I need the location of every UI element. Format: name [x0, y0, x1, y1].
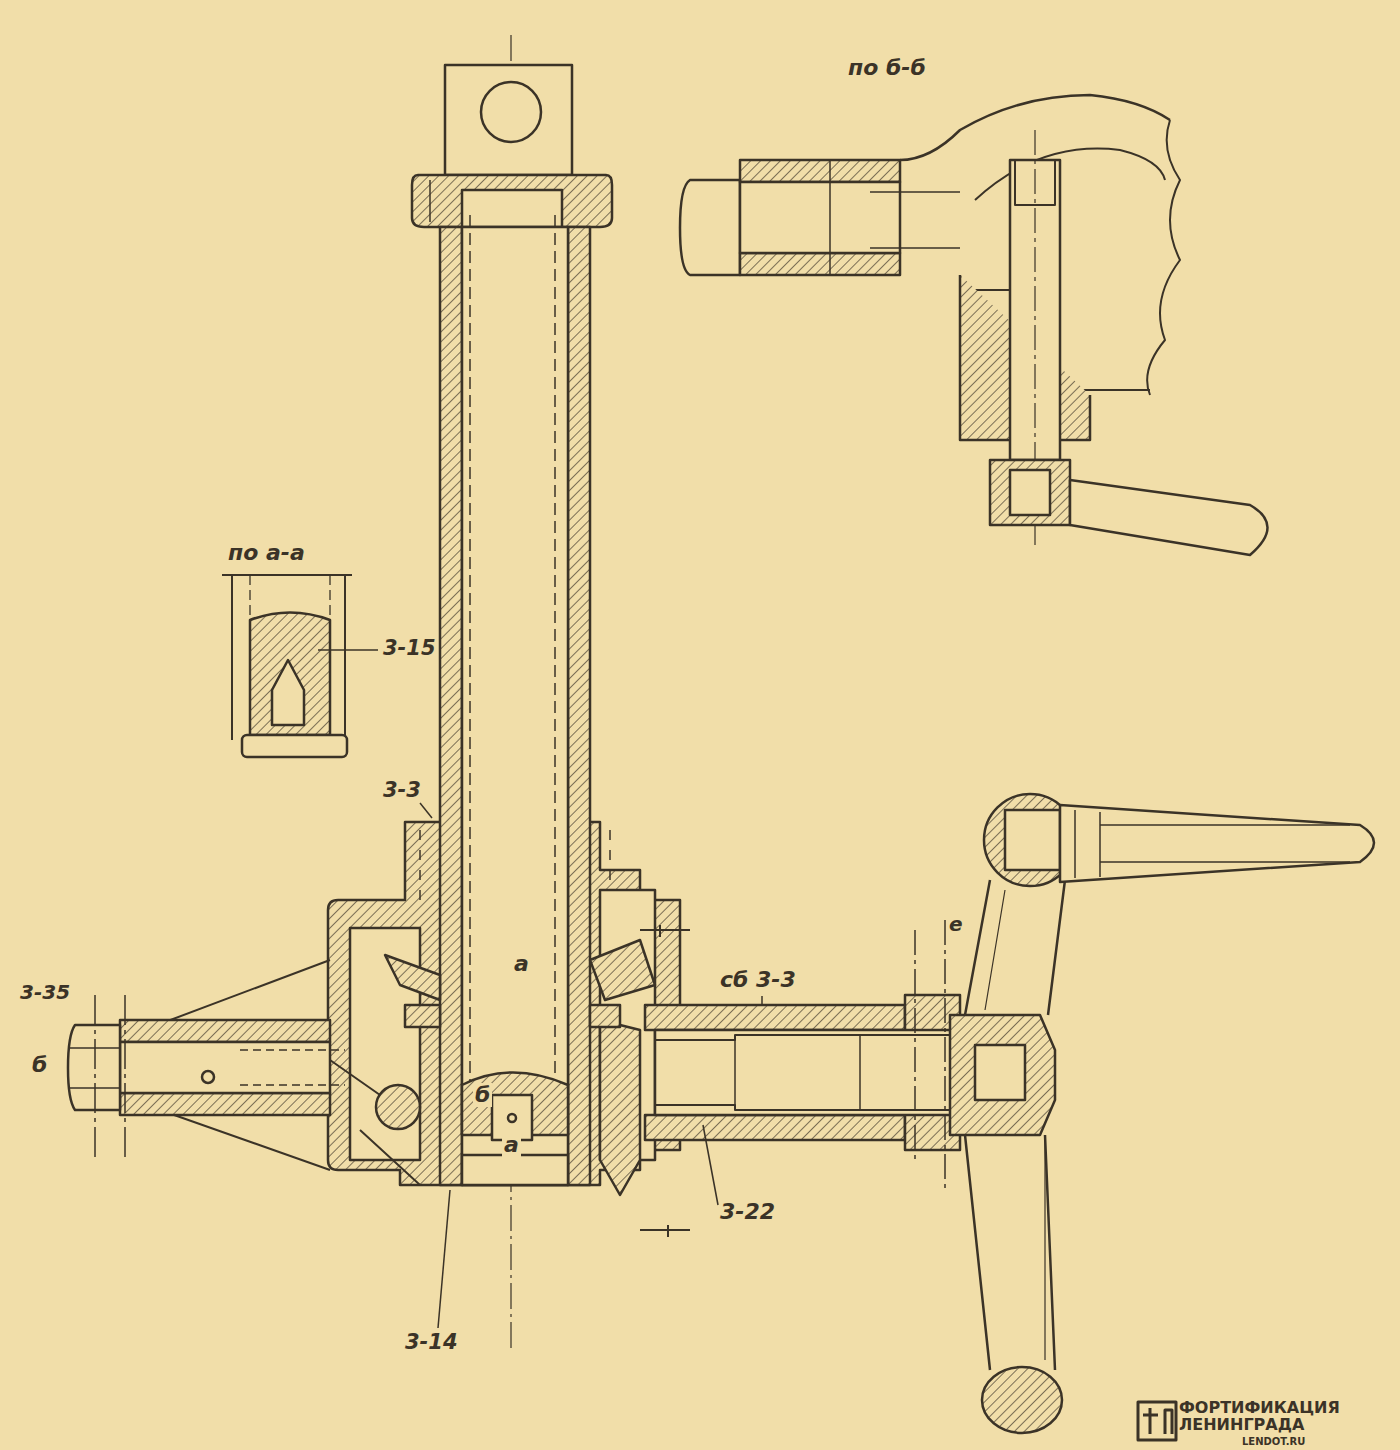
section-title: по б-б	[846, 56, 928, 80]
callout-number: 3-14	[403, 1331, 460, 1354]
callout-number: 3-3	[381, 779, 423, 802]
section-mark: а	[512, 952, 531, 976]
watermark: LENDOT.RU	[1240, 1436, 1307, 1447]
section-mark: б	[30, 1053, 49, 1077]
callout-number: 3-35	[18, 981, 72, 1003]
callout-number: 3-15	[381, 637, 438, 660]
watermark: ФОРТИФИКАЦИЯ ЛЕНИНГРАДА	[1177, 1400, 1396, 1434]
section-mark: а	[502, 1133, 521, 1157]
section-mark: е	[947, 913, 965, 935]
callout-number: сб 3-3	[718, 968, 798, 992]
section-mark: б	[473, 1083, 492, 1107]
callout-number: 3-22	[718, 1200, 777, 1224]
section-title: по а-а	[226, 541, 307, 565]
